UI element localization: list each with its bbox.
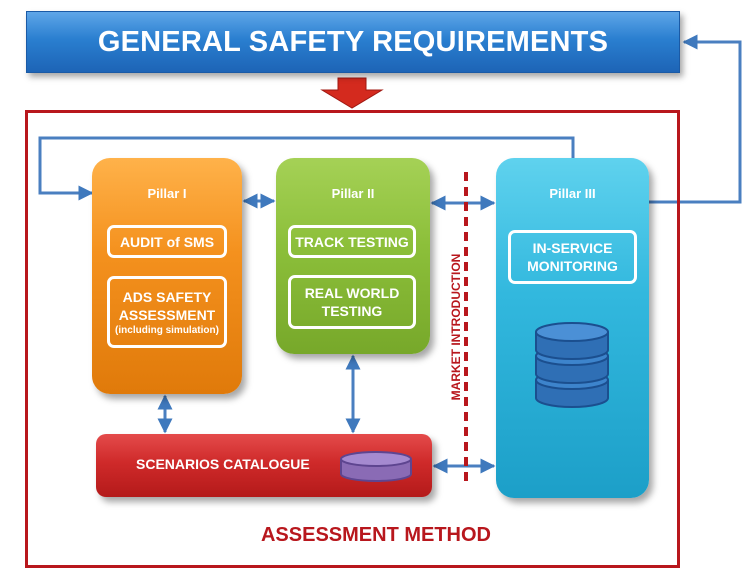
audit-sms-box: AUDIT of SMS [107,225,227,258]
feedback-arrow-to-header [649,34,742,204]
audit-sms-label: AUDIT of SMS [119,233,215,250]
database-stack-icon [535,322,609,408]
database-icon [340,451,412,482]
down-arrow-icon [320,77,384,109]
assessment-method-label: ASSESSMENT METHOD [260,524,492,546]
header-title: GENERAL SAFETY REQUIREMENTS [97,25,609,58]
track-testing-label: TRACK TESTING [295,233,409,250]
scenarios-catalogue-label: SCENARIOS CATALOGUE [136,456,310,472]
pillar-1-title: Pillar I [147,186,187,201]
feedback-arrow-to-pillar-1 [38,136,575,201]
real-world-label: REAL WORLD [304,285,400,301]
in-service-monitoring-box: IN-SERVICE MONITORING [508,230,637,284]
ads-safety-assessment-box: ADS SAFETY ASSESSMENT (including simulat… [107,276,227,348]
pillar-3-title: Pillar III [549,186,596,201]
market-introduction-label: MARKET INTRODUCTION [449,253,463,401]
testing-label: TESTING [321,303,383,319]
monitoring-label: MONITORING [527,258,618,274]
track-testing-box: TRACK TESTING [288,225,416,258]
pillar-2: Pillar II TRACK TESTING REAL WORLD TESTI… [276,158,430,354]
scenarios-catalogue-box: SCENARIOS CATALOGUE [96,434,432,497]
in-service-label: IN-SERVICE [532,240,613,256]
pillar-3: Pillar III IN-SERVICE MONITORING [496,158,649,498]
pillar-2-title: Pillar II [331,186,375,201]
including-simulation-label: (including simulation) [115,324,219,336]
general-safety-requirements-header: GENERAL SAFETY REQUIREMENTS [26,11,680,73]
pillar-1: Pillar I AUDIT of SMS ADS SAFETY ASSESSM… [92,158,242,394]
assessment-method-frame [25,110,680,568]
real-world-testing-box: REAL WORLD TESTING [288,275,416,329]
assessment-label: ASSESSMENT [118,306,216,323]
ads-safety-label: ADS SAFETY [122,288,212,305]
